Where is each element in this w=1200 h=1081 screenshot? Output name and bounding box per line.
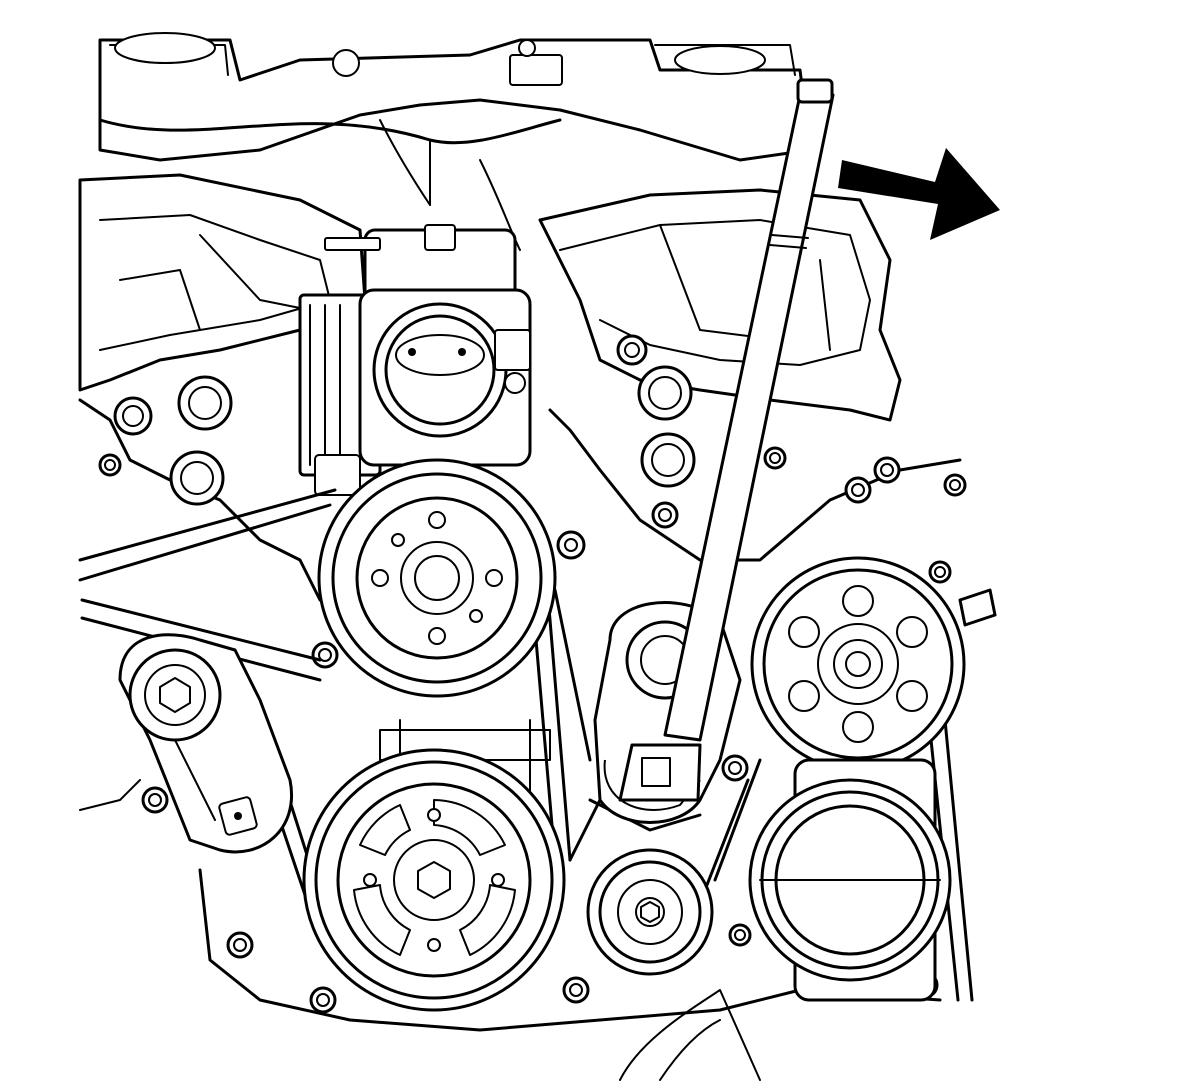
throttle-body (298, 224, 532, 496)
power-steering-pulley (750, 556, 997, 772)
alternator-pulley (748, 758, 952, 1002)
direction-arrow-icon (838, 148, 1000, 240)
bolt (141, 786, 169, 814)
bolt (113, 396, 153, 436)
bolt (943, 473, 967, 497)
bolt (721, 754, 749, 782)
upper-pulley (317, 458, 557, 698)
bolt (556, 530, 586, 560)
bolt (728, 923, 752, 947)
bolt (169, 450, 225, 506)
bolt (98, 453, 122, 477)
bolt (844, 476, 872, 504)
bolt (311, 641, 339, 669)
bolt (637, 365, 693, 421)
breaker-bar-tool (618, 78, 835, 802)
bolt (562, 976, 590, 1004)
bolt (873, 456, 901, 484)
bolt (226, 931, 254, 959)
crankshaft-balancer (302, 748, 566, 1012)
bolt (651, 501, 679, 529)
bolt (309, 986, 337, 1014)
bolt (177, 375, 233, 431)
bolt (763, 446, 787, 470)
bolt (640, 432, 696, 488)
bolt (616, 334, 648, 366)
bolt (928, 560, 952, 584)
intake-manifold (78, 32, 902, 422)
idler-pulley (586, 848, 714, 976)
belt-tensioner-left (79, 633, 293, 854)
engine-block (78, 398, 962, 1081)
